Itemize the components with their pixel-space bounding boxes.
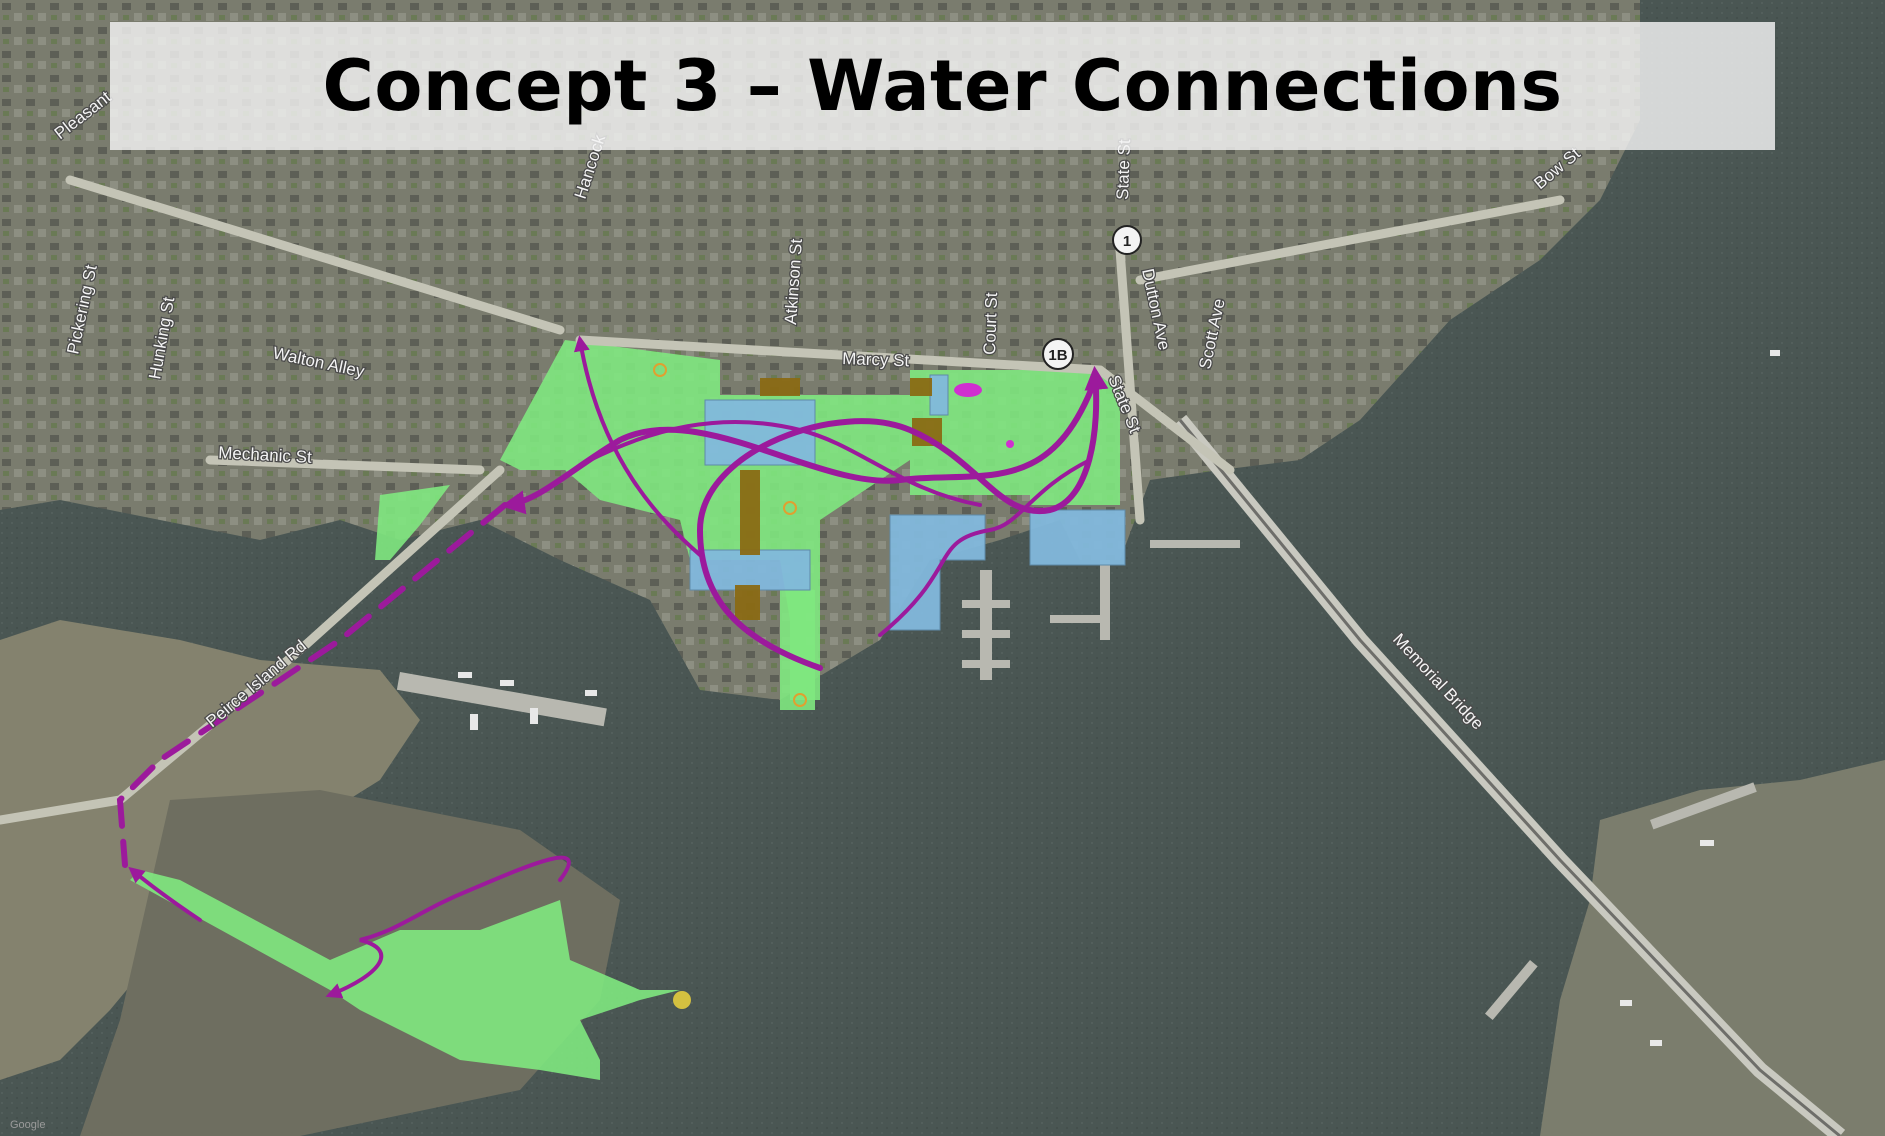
route-island-loop	[325, 855, 571, 999]
route-island-arrow	[128, 866, 202, 922]
green-spaces	[130, 340, 1120, 1080]
route-1-shield: 1	[1112, 225, 1142, 255]
street-label-marcy: Marcy St	[842, 349, 910, 370]
point-markers	[653, 363, 1014, 1009]
route-island-road	[116, 502, 508, 868]
street-label-court: Court St	[980, 292, 1001, 355]
peirce-island-park	[130, 870, 680, 1080]
roads	[0, 175, 1565, 825]
existing-structures	[735, 378, 942, 620]
street-label-mechanic: Mechanic St	[218, 443, 313, 467]
route-curve-mid	[878, 458, 1092, 637]
page-title: Concept 3 – Water Connections	[322, 45, 1563, 127]
map-watermark: Google	[10, 1119, 45, 1131]
route-arc-west	[500, 377, 1098, 515]
title-banner: Concept 3 – Water Connections	[110, 22, 1775, 150]
route-1b-shield: 1B	[1042, 338, 1074, 370]
street-label-state-upper: State St	[1113, 139, 1134, 200]
route-arc-lower	[588, 419, 982, 507]
svg-text:1: 1	[1123, 233, 1131, 250]
route-loop-large	[696, 365, 1109, 671]
southeast-shore	[1540, 760, 1885, 1136]
boats	[458, 350, 1780, 1046]
svg-text:1B: 1B	[1048, 347, 1067, 364]
route-arc-north	[573, 335, 702, 557]
pedestrian-routes	[116, 335, 1109, 999]
piers	[396, 540, 1757, 1021]
